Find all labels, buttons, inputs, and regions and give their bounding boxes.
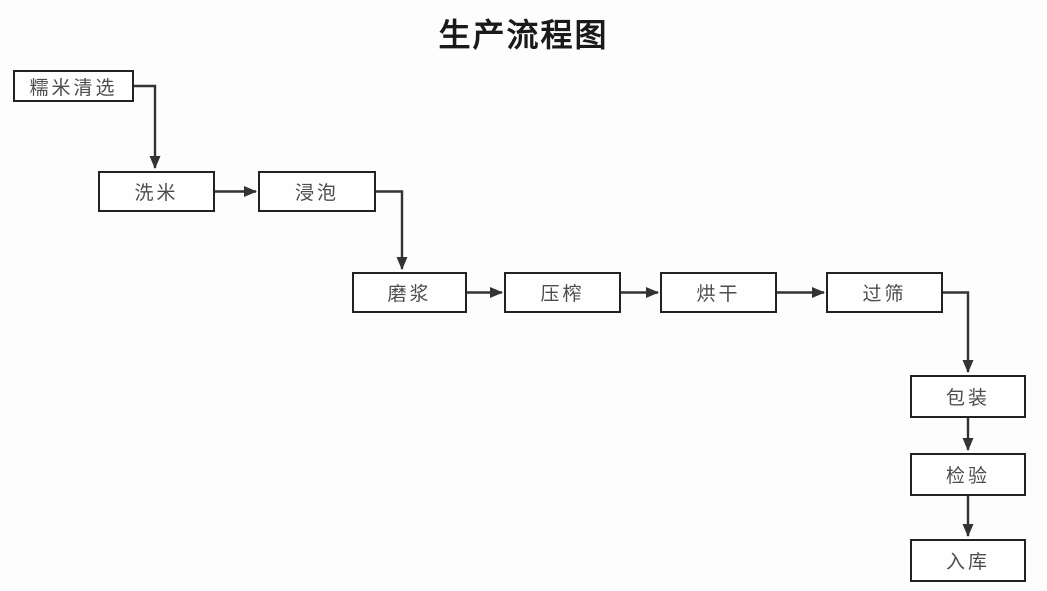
node-grinding: 磨浆 xyxy=(352,272,467,313)
node-sieving: 过筛 xyxy=(826,272,943,313)
node-rice-washing: 洗米 xyxy=(98,171,215,212)
diagram-title: 生产流程图 xyxy=(438,17,609,53)
node-rice-cleaning: 糯米清选 xyxy=(13,70,134,102)
node-sieving-label: 过筛 xyxy=(862,284,907,305)
node-warehousing-label: 入库 xyxy=(945,552,990,573)
edge-sieving-to-packaging xyxy=(943,291,974,373)
node-soaking: 浸泡 xyxy=(258,171,376,212)
node-drying-label: 烘干 xyxy=(696,284,741,305)
node-inspection-label: 检验 xyxy=(945,466,990,487)
node-grinding-label: 磨浆 xyxy=(387,284,432,305)
edge-rice-cleaning-to-rice-washing xyxy=(134,84,161,169)
node-soaking-label: 浸泡 xyxy=(294,183,339,204)
node-inspection: 检验 xyxy=(910,453,1026,496)
node-warehousing: 入库 xyxy=(910,539,1026,582)
node-packaging: 包装 xyxy=(910,375,1026,418)
node-rice-cleaning-label: 糯米清选 xyxy=(29,77,118,99)
node-drying: 烘干 xyxy=(660,272,777,313)
node-pressing: 压榨 xyxy=(504,272,621,313)
node-rice-washing-label: 洗米 xyxy=(134,183,179,204)
node-packaging-label: 包装 xyxy=(945,388,990,409)
edge-soaking-to-grinding xyxy=(376,190,408,270)
node-pressing-label: 压榨 xyxy=(540,284,585,305)
